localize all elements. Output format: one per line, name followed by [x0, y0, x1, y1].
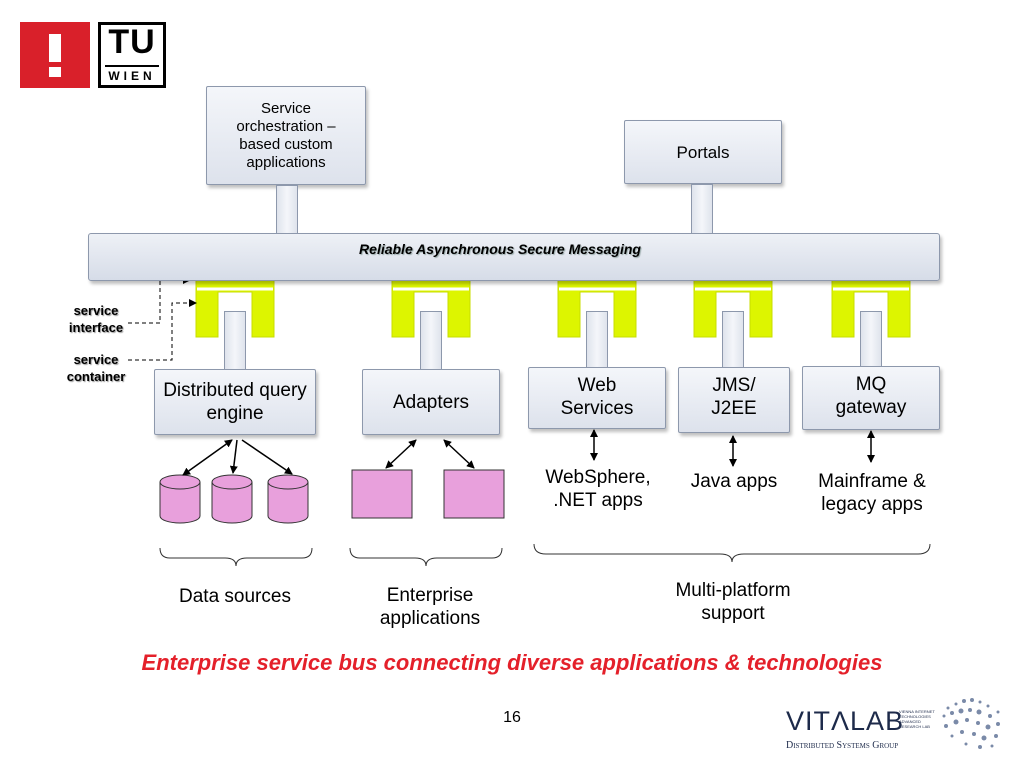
database-icon	[211, 474, 253, 524]
connector	[691, 184, 713, 237]
web-services-label: Web Services	[560, 375, 634, 419]
vitalab-wordmark: VITΛLAB	[786, 706, 905, 736]
database-icon	[159, 474, 201, 524]
mq-gateway-label: MQ gateway	[835, 374, 907, 418]
mq-gateway-box: MQ gateway	[802, 366, 940, 430]
vitalab-group: Distributed Systems Group	[786, 740, 899, 751]
vitalab-dots-icon	[942, 698, 1000, 749]
tu-exclamation-logo	[20, 22, 90, 88]
tu-letters: TU	[108, 23, 156, 61]
web-services-box: Web Services	[528, 367, 666, 429]
tu-wien-logo: TU WIEN	[98, 22, 166, 88]
connector	[420, 311, 442, 371]
enterprise-app-box	[443, 469, 505, 519]
jms-box: JMS/ J2EE	[678, 367, 790, 433]
multi-platform-label: Multi-platform support	[675, 580, 791, 624]
vitalab-small-text: VIENNA INTERNET TECHNOLOGIES ADVANCED RE…	[899, 709, 935, 729]
service-interface-label: service interface	[68, 303, 124, 335]
enterprise-applications-label: Enterprise applications	[379, 585, 481, 629]
distributed-query-engine-box: Distributed query engine	[154, 369, 316, 435]
jms-label: JMS/ J2EE	[711, 375, 757, 419]
connector	[586, 311, 608, 371]
connector	[276, 185, 298, 237]
connector	[722, 311, 744, 371]
distributed-query-label: Distributed query engine	[163, 380, 307, 424]
enterprise-app-box	[351, 469, 413, 519]
data-sources-label: Data sources	[179, 586, 291, 607]
java-apps-label: Java apps	[690, 471, 778, 492]
tu-sub: WIEN	[108, 69, 156, 83]
orchestration-label: Service orchestration – based custom app…	[236, 99, 336, 171]
adapters-box: Adapters	[362, 369, 500, 435]
connector	[860, 311, 882, 371]
websphere-label: WebSphere, .NET apps	[545, 467, 651, 511]
service-container-label: service container	[66, 352, 126, 384]
orchestration-box: Service orchestration – based custom app…	[206, 86, 366, 185]
portals-box: Portals	[624, 120, 782, 184]
messaging-bus: Reliable Asynchronous Secure Messaging	[88, 233, 940, 281]
mainframe-label: Mainframe & legacy apps	[818, 471, 926, 515]
page-number: 16	[503, 709, 521, 726]
slide-caption: Enterprise service bus connecting divers…	[141, 650, 883, 675]
bus-label: Reliable Asynchronous Secure Messaging	[359, 241, 641, 257]
connector	[224, 311, 246, 371]
portals-label: Portals	[676, 142, 730, 162]
vitalab-logo: VITΛLAB VIENNA INTERNET TECHNOLOGIES ADV…	[786, 706, 946, 756]
adapters-label: Adapters	[392, 391, 470, 413]
database-icon	[267, 474, 309, 524]
